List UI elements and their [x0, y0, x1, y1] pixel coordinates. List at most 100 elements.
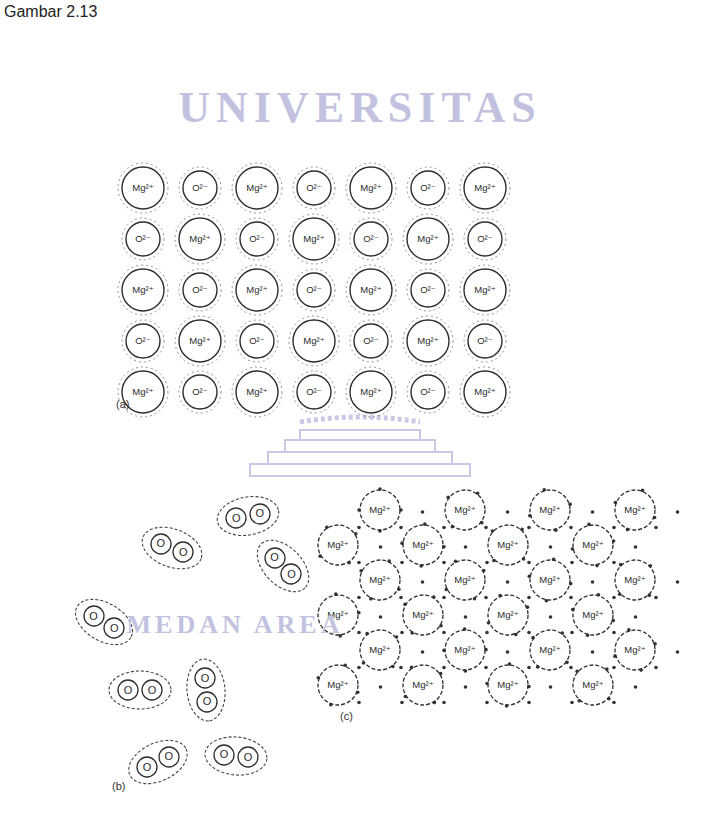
ion-shell — [122, 218, 164, 260]
metal-ion: Mg²⁺ — [529, 629, 571, 671]
ion-label: O — [287, 569, 296, 580]
ion-label: Mg²⁺ — [497, 540, 518, 550]
ion-label: Mg²⁺ — [360, 387, 381, 397]
circle-line — [464, 167, 506, 209]
electron-dot — [442, 701, 446, 705]
ion-circle: Mg²⁺ — [292, 217, 336, 261]
ion-label: O — [143, 762, 152, 773]
electron-dot — [612, 666, 616, 670]
ion-label: O — [110, 623, 119, 634]
electron-dot — [527, 631, 531, 635]
ion-label: O²⁻ — [477, 234, 493, 244]
watermark-text: MEDAN AREA — [127, 612, 344, 638]
ion-shell — [179, 269, 221, 311]
ion-label: O²⁻ — [249, 336, 265, 346]
circle-line — [445, 490, 485, 530]
oxygen-atom: O — [213, 744, 235, 766]
circle-line — [122, 269, 164, 311]
circle-line — [464, 371, 506, 413]
ion-label: O²⁻ — [135, 234, 151, 244]
electron-dot — [634, 685, 638, 689]
oxygen-atom: O — [264, 547, 286, 569]
oxygen-atom: O — [83, 605, 105, 627]
ion-label: O²⁻ — [192, 183, 208, 193]
metal-ion: Mg²⁺ — [614, 559, 656, 601]
circle-line — [183, 273, 217, 307]
ion-label: Mg²⁺ — [189, 336, 210, 346]
ion-circle: O²⁻ — [125, 221, 161, 257]
circle-line — [407, 218, 449, 260]
electron-dot — [357, 631, 361, 635]
panel-label: (b) — [112, 781, 125, 792]
ion-shell — [350, 320, 392, 362]
ion-shell — [464, 218, 506, 260]
metal-ion: Mg²⁺ — [359, 489, 401, 531]
ion-circle: Mg²⁺ — [235, 370, 279, 414]
ion-shell — [464, 320, 506, 362]
circle-line — [403, 665, 443, 705]
ion-shell — [346, 367, 396, 417]
electron-dot — [400, 631, 404, 635]
ion-label: O — [220, 749, 229, 760]
electron-dot — [506, 510, 510, 514]
circle-line — [236, 371, 278, 413]
metal-ion: Mg²⁺ — [444, 489, 486, 531]
electron-dot — [399, 526, 403, 530]
ion-shell — [460, 163, 510, 213]
ion-label: Mg²⁺ — [412, 540, 433, 550]
ion-label: O — [165, 751, 174, 762]
ion-circle: Mg²⁺ — [292, 319, 336, 363]
ion-label: Mg²⁺ — [360, 183, 381, 193]
ion-circle: O²⁻ — [296, 374, 332, 410]
ion-label: Mg²⁺ — [582, 540, 603, 550]
electron-shell — [109, 671, 171, 709]
ion-shell — [289, 214, 339, 264]
ion-label: Mg²⁺ — [360, 285, 381, 295]
ion-label: O²⁻ — [420, 387, 436, 397]
ion-label: Mg²⁺ — [624, 505, 645, 515]
electron-dot — [612, 631, 616, 635]
electron-dot — [591, 510, 595, 514]
ion-circle: O²⁻ — [296, 272, 332, 308]
oxygen-atom: O — [150, 533, 172, 555]
ion-label: Mg²⁺ — [582, 680, 603, 690]
ion-circle: O²⁻ — [410, 374, 446, 410]
ion-shell — [232, 265, 282, 315]
ion-label: Mg²⁺ — [539, 645, 560, 655]
ion-label: O — [201, 673, 210, 684]
circle-line — [468, 324, 502, 358]
electron-shell — [248, 531, 319, 602]
ion-label: Mg²⁺ — [497, 610, 518, 620]
ion-label: Mg²⁺ — [539, 505, 560, 515]
electron-dot — [676, 510, 680, 514]
electron-dot — [654, 596, 658, 600]
metal-ion: Mg²⁺ — [487, 594, 529, 636]
ion-circle: Mg²⁺ — [178, 217, 222, 261]
watermark-text: UNIVERSITAS — [178, 86, 542, 130]
circle-line — [240, 324, 274, 358]
ion-label: Mg²⁺ — [132, 387, 153, 397]
circle-line — [615, 560, 655, 600]
circle-line — [236, 269, 278, 311]
ion-label: Mg²⁺ — [327, 540, 348, 550]
ion-label: Mg²⁺ — [454, 645, 475, 655]
circle-line — [293, 320, 335, 362]
circle-line — [530, 560, 570, 600]
electron-dot — [549, 685, 553, 689]
ion-shell — [122, 320, 164, 362]
ion-label: Mg²⁺ — [624, 575, 645, 585]
metal-ion: Mg²⁺ — [572, 524, 614, 566]
circle-line — [360, 630, 400, 670]
electron-dot — [442, 526, 446, 530]
metal-ion: Mg²⁺ — [444, 559, 486, 601]
ion-label: Mg²⁺ — [474, 387, 495, 397]
ion-label: Mg²⁺ — [454, 575, 475, 585]
ion-shell — [175, 214, 225, 264]
electron-dot — [570, 631, 574, 635]
metal-ion: Mg²⁺ — [529, 559, 571, 601]
ion-shell — [407, 167, 449, 209]
ion-label: Mg²⁺ — [474, 285, 495, 295]
ion-shell — [346, 163, 396, 213]
ion-circle: Mg²⁺ — [463, 166, 507, 210]
electron-dot — [379, 615, 383, 619]
